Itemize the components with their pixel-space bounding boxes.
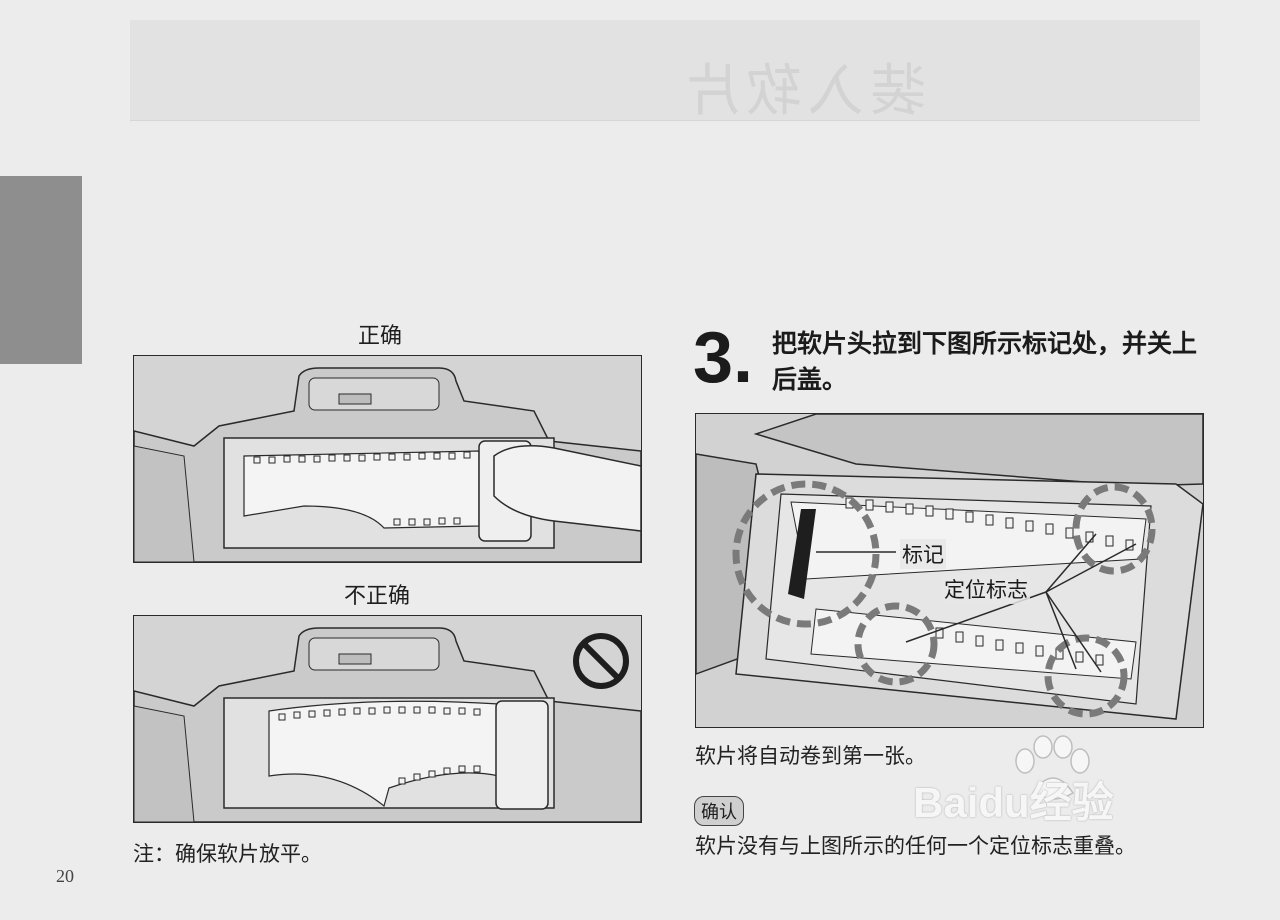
step3-illustration — [695, 413, 1204, 728]
auto-wind-text: 软片将自动卷到第一张。 — [695, 744, 926, 768]
ghost-header: 装入软片 — [130, 20, 1200, 124]
confirm-badge: 确认 — [694, 796, 744, 826]
baidu-watermark: Baidu经验 — [905, 735, 1205, 826]
ghost-header-text: 装入软片 — [678, 59, 926, 124]
step-number: 3. — [693, 318, 754, 398]
label-positioning: 定位标志 — [942, 574, 1030, 604]
chapter-tab — [0, 176, 82, 364]
incorrect-label: 不正确 — [344, 584, 411, 609]
confirm-text: 软片没有与上图所示的任何一个定位标志重叠。 — [695, 834, 1136, 858]
prohibited-icon — [573, 633, 629, 689]
correct-label: 正确 — [358, 324, 403, 349]
label-mark: 标记 — [900, 539, 946, 569]
page-number: 20 — [56, 866, 74, 886]
watermark-text: Baidu经验 — [913, 779, 1114, 826]
incorrect-illustration — [133, 615, 642, 823]
correct-illustration — [133, 355, 642, 563]
paw-icon — [1015, 735, 1090, 800]
note-text: 注：确保软片放平。 — [133, 842, 322, 866]
step-instruction: 把软片头拉到下图所示标记处，并关上后盖。 — [772, 329, 1198, 394]
